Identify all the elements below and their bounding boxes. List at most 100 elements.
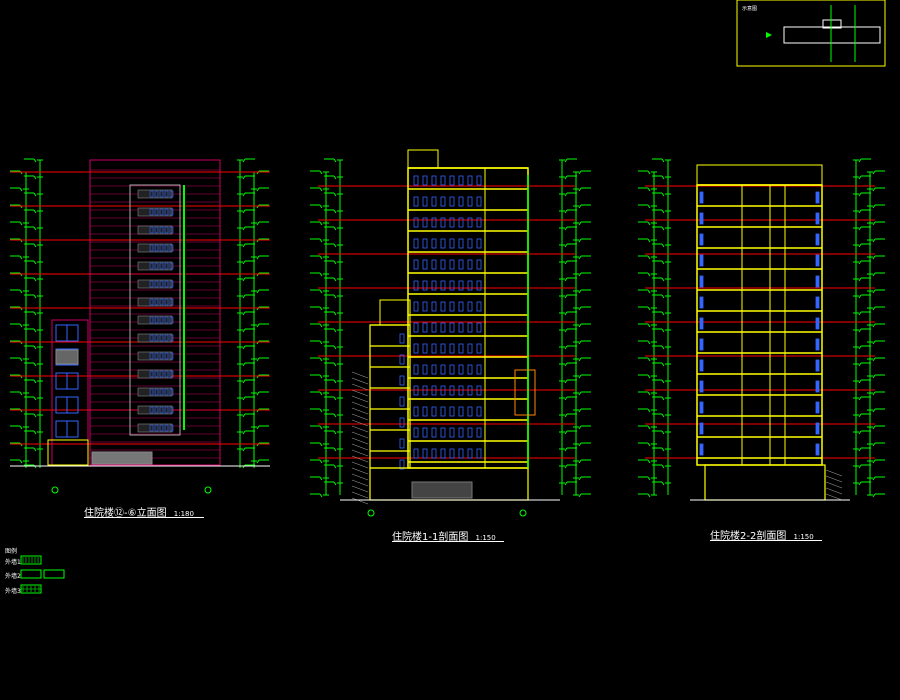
level-mark (647, 408, 651, 413)
window (467, 196, 473, 207)
window (399, 459, 405, 470)
window (431, 343, 437, 354)
window (440, 406, 446, 417)
level-mark (647, 289, 651, 294)
earth-hatch (351, 491, 369, 499)
window (476, 364, 482, 375)
level-mark (333, 260, 337, 265)
window (154, 406, 159, 414)
section-1-1-view (310, 149, 591, 517)
entrance-canopy (91, 451, 153, 465)
level-mark (564, 277, 568, 282)
level-mark (661, 243, 665, 248)
level-mark (319, 289, 323, 294)
key-plan-title: 示意图 (742, 6, 758, 12)
window (164, 298, 169, 306)
window (159, 388, 164, 396)
window (449, 259, 455, 270)
roof-level (696, 164, 823, 186)
window (431, 322, 437, 333)
level-mark (858, 481, 862, 486)
entry-frame (47, 439, 89, 466)
level-mark (872, 459, 876, 464)
roof-structure (407, 149, 439, 169)
podium-roof (379, 299, 411, 326)
window (699, 275, 704, 288)
level-mark (33, 345, 37, 350)
level-mark (661, 260, 665, 265)
level-mark (333, 294, 337, 299)
level-mark (33, 243, 37, 248)
level-mark (647, 170, 651, 175)
level-mark (661, 413, 665, 418)
window (699, 296, 704, 309)
level-mark (872, 476, 876, 481)
level-mark (19, 221, 23, 226)
level-mark (661, 311, 665, 316)
level-mark (333, 379, 337, 384)
level-mark (647, 340, 651, 345)
elevation-title-scale: 1:180 (173, 510, 194, 518)
earth-hatch (351, 383, 369, 391)
level-mark (578, 459, 582, 464)
window (449, 343, 455, 354)
window (154, 334, 159, 342)
level-mark (333, 396, 337, 401)
level-mark (564, 158, 568, 163)
window (159, 262, 164, 270)
earth-hatch (351, 407, 369, 415)
earth-hatch (351, 371, 369, 379)
window (154, 190, 159, 198)
section-2-2-view (638, 158, 885, 501)
level-mark (242, 413, 246, 418)
window (467, 385, 473, 396)
window (169, 298, 174, 306)
earth-hatch (351, 437, 369, 445)
window (699, 422, 704, 435)
window (149, 388, 154, 396)
window (431, 175, 437, 186)
level-mark (564, 464, 568, 469)
window (449, 406, 455, 417)
level-mark (578, 357, 582, 362)
level-mark (33, 277, 37, 282)
window (458, 196, 464, 207)
window (431, 238, 437, 249)
window (164, 316, 169, 324)
window (815, 233, 820, 246)
key-plan-building (783, 26, 881, 44)
stair-outline (514, 369, 536, 416)
level-mark (858, 277, 862, 282)
level-mark (564, 243, 568, 248)
level-mark (858, 396, 862, 401)
level-mark (19, 187, 23, 192)
window (431, 301, 437, 312)
window (476, 427, 482, 438)
level-mark (33, 413, 37, 418)
level-mark (319, 425, 323, 430)
window (815, 191, 820, 204)
window (399, 417, 405, 428)
level-mark (19, 323, 23, 328)
earth-hatch (825, 469, 843, 477)
level-mark (872, 493, 876, 498)
level-mark (256, 323, 260, 328)
level-mark (33, 311, 37, 316)
level-mark (19, 357, 23, 362)
level-mark (647, 493, 651, 498)
window (164, 424, 169, 432)
earth-hatch (351, 413, 369, 421)
level-mark (319, 442, 323, 447)
earth-hatch (351, 443, 369, 451)
level-mark (564, 396, 568, 401)
window (815, 338, 820, 351)
window (458, 448, 464, 459)
level-mark (242, 175, 246, 180)
level-mark (242, 158, 246, 163)
earth-hatch (825, 487, 843, 495)
window (164, 352, 169, 360)
window (431, 427, 437, 438)
window (422, 427, 428, 438)
window (149, 190, 154, 198)
